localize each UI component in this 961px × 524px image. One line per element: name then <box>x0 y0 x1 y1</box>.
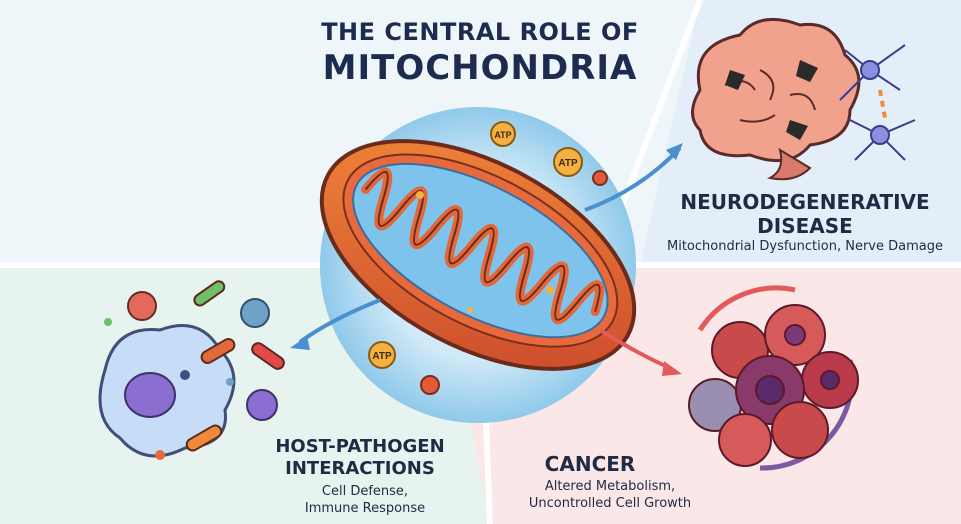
title-line-1: THE CENTRAL ROLE OF <box>321 18 639 46</box>
host-heading-line-2: INTERACTIONS <box>285 458 435 479</box>
host-heading: HOST-PATHOGEN INTERACTIONS <box>255 436 465 480</box>
atp-token <box>553 147 583 177</box>
neuro-heading: NEURODEGENERATIVE DISEASE <box>655 190 955 238</box>
arrow-to-neuro <box>584 146 682 212</box>
page-title: THE CENTRAL ROLE OF MITOCHONDRIA <box>300 18 660 88</box>
cycle-arrow <box>697 285 796 332</box>
neuro-heading-line-1: NEURODEGENERATIVE <box>680 190 930 214</box>
title-line-2: MITOCHONDRIA <box>322 48 638 88</box>
neuro-heading-line-2: DISEASE <box>757 214 853 238</box>
host-description-line-1: Cell Defense, <box>321 484 409 499</box>
brain-icon <box>691 17 861 163</box>
host-heading-line-1: HOST-PATHOGEN <box>275 436 445 457</box>
cancer-description-line-2: Uncontrolled Cell Growth <box>528 496 692 511</box>
cancer-description-line-1: Altered Metabolism, <box>544 479 676 494</box>
bacteria-icon <box>185 280 285 452</box>
neuro-description: Mitochondrial Dysfunction, Nerve Damage <box>667 239 943 254</box>
host-description: Cell Defense, Immune Response <box>270 483 460 517</box>
matrix <box>352 162 609 339</box>
host-description-line-2: Immune Response <box>304 501 426 516</box>
atp-label: ATP <box>558 158 578 169</box>
tumor-cell-cluster <box>688 304 859 467</box>
neuron-icon <box>839 44 906 101</box>
cancer-heading: CANCER <box>544 452 636 476</box>
atp-token <box>368 341 396 369</box>
atp-label: ATP <box>372 351 392 362</box>
atp-token <box>490 121 516 147</box>
neuron-icon <box>849 119 916 161</box>
virus-icon <box>127 291 278 421</box>
cancer-description: Altered Metabolism, Uncontrolled Cell Gr… <box>500 478 720 512</box>
atp-label: ATP <box>494 130 511 140</box>
